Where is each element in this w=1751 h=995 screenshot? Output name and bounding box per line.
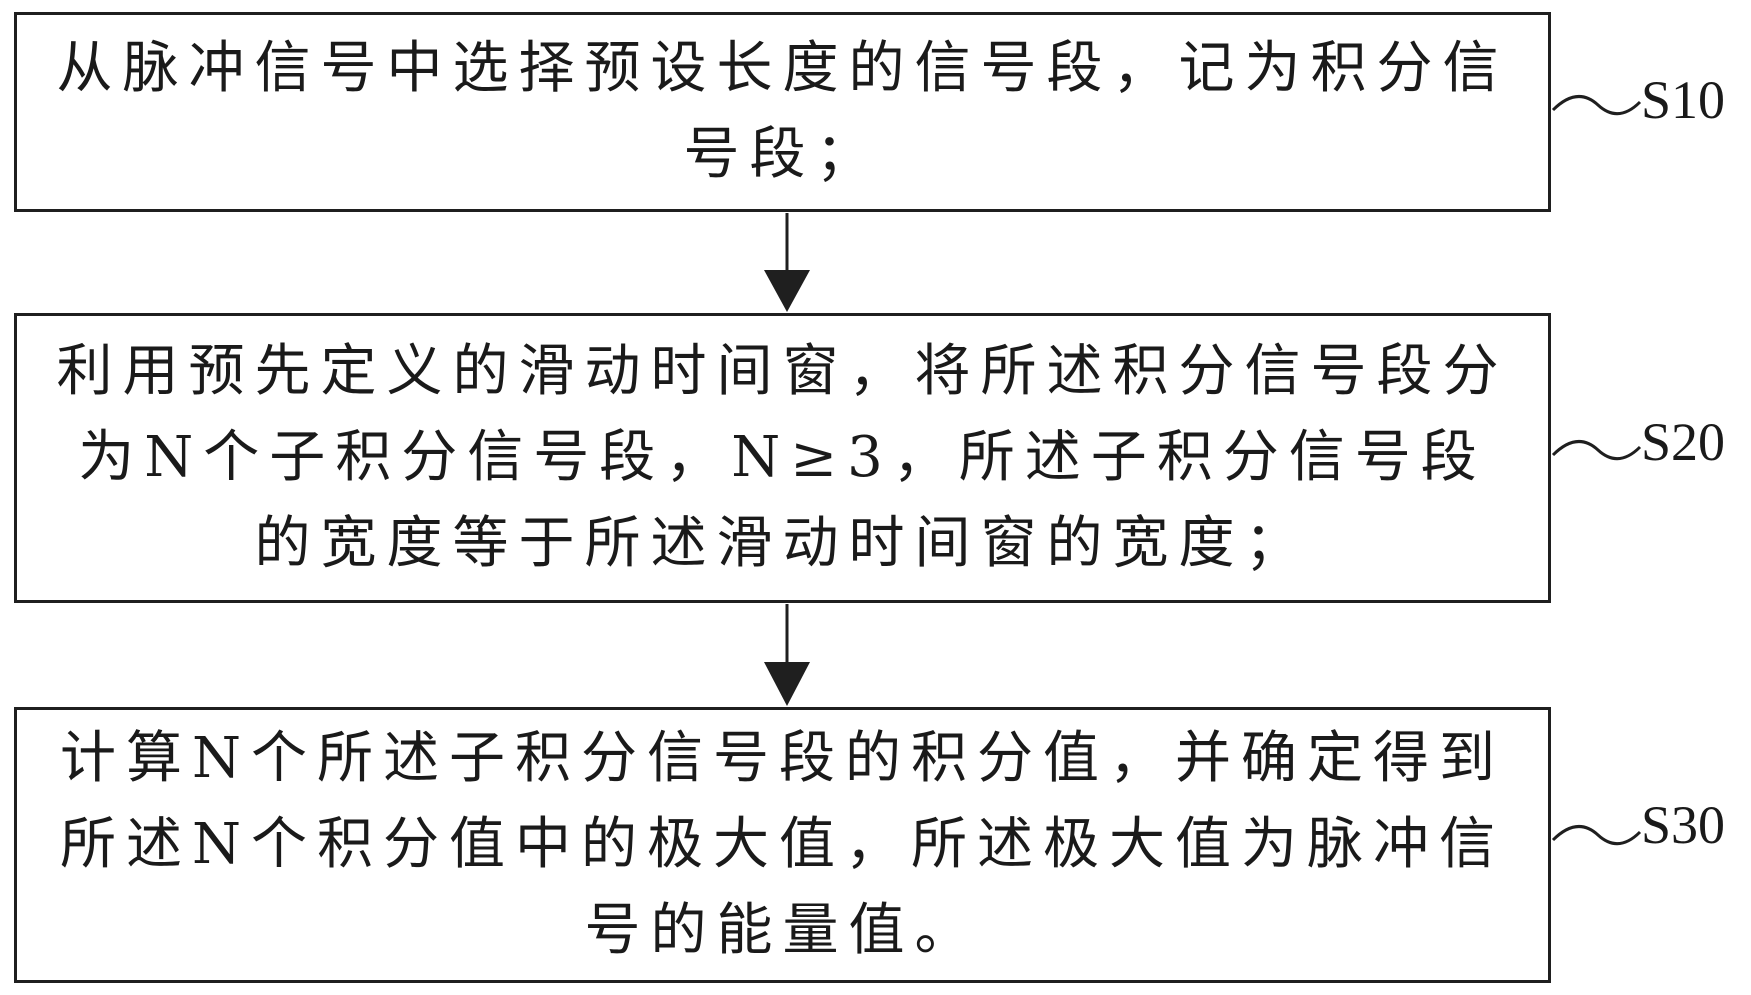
step-box-s30: 计算N个所述子积分信号段的积分值，并确定得到所述N个积分值中的极大值，所述极大值… <box>14 707 1551 983</box>
leader-s20 <box>1551 440 1642 461</box>
leader-s10 <box>1551 95 1642 116</box>
step-box-s10: 从脉冲信号中选择预设长度的信号段，记为积分信号段； <box>14 12 1551 212</box>
step-text-s30: 计算N个所述子积分信号段的积分值，并确定得到所述N个积分值中的极大值，所述极大值… <box>60 726 1505 963</box>
step-label-s30: S30 <box>1641 795 1726 855</box>
arrow-head-2 <box>764 662 810 706</box>
step-text-s20: 利用预先定义的滑动时间窗，将所述积分信号段分为N个子积分信号段，N≥3，所述子积… <box>56 339 1509 576</box>
step-label-s10: S10 <box>1641 70 1726 130</box>
arrow-head-1 <box>764 270 810 312</box>
leader-s30 <box>1551 825 1642 846</box>
step-text-s10: 从脉冲信号中选择预设长度的信号段，记为积分信号段； <box>56 36 1509 187</box>
step-label-s20: S20 <box>1641 412 1726 472</box>
step-box-s20: 利用预先定义的滑动时间窗，将所述积分信号段分为N个子积分信号段，N≥3，所述子积… <box>14 313 1551 603</box>
